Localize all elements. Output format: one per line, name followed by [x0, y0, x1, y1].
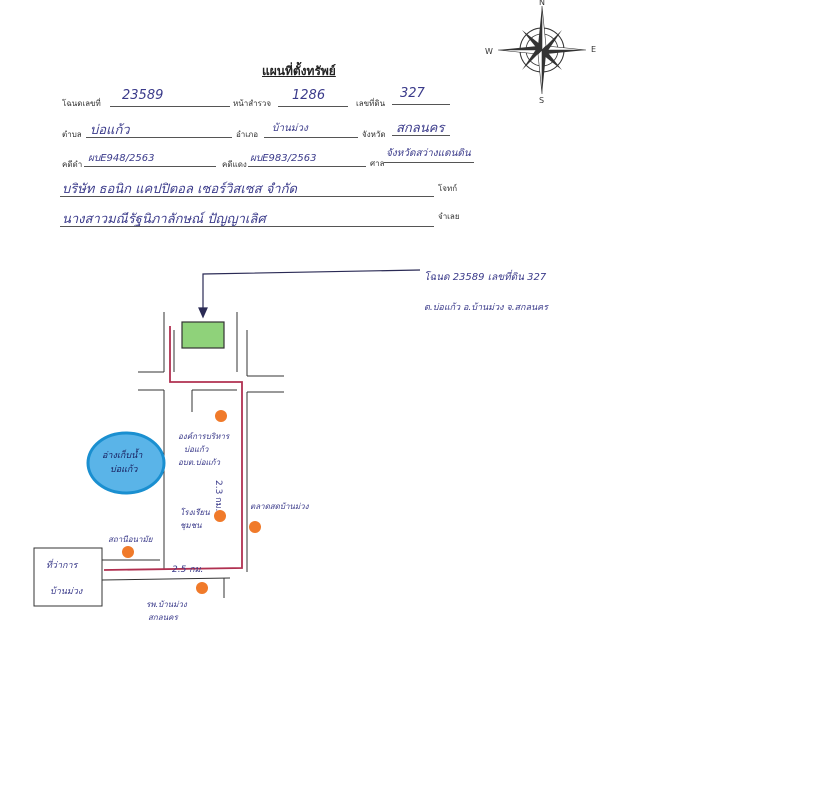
black-case-underline [84, 166, 216, 167]
subdistrict-value: บ่อแก้ว [90, 123, 130, 138]
defendant-label: จำเลย [438, 212, 460, 221]
landmark-text: ตลาดสดบ้านม่วง [250, 502, 309, 511]
land-no-value: 327 [400, 86, 425, 101]
landmark-text: สถานีอนามัย [108, 535, 153, 544]
red-case-underline [248, 166, 366, 167]
compass-e: E [591, 45, 597, 54]
landmark-text: รพ.บ้านม่วง [146, 600, 187, 609]
compass-s: S [539, 96, 545, 105]
defendant-underline [60, 226, 434, 227]
route-line [103, 326, 243, 571]
deed-label: โฉนดเลขที่ [62, 99, 101, 108]
landmark-dot-tambon-admin [215, 410, 227, 422]
deed-underline [110, 106, 230, 107]
plaintiff-value: บริษัท ธอนิก แคปปิตอล เซอร์วิสเซส จำกัด [62, 182, 297, 197]
landmark-label-school: โรงเรียน ชุมชน [180, 506, 210, 532]
landmark-dot-health-center [122, 546, 134, 558]
landmark-dot-school [214, 510, 226, 522]
compass-w: W [485, 47, 493, 56]
landmark-label-health-center: สถานีอนามัย [108, 533, 152, 546]
road-network [101, 312, 284, 598]
landmark-label-tambon-admin: องค์การบริหาร บ่อแก้ว อบต.บ่อแก้ว [178, 430, 229, 469]
distance-vertical-label: 2.3 กม. [213, 480, 223, 512]
survey-page-label: หน้าสำรวจ [233, 99, 272, 108]
district-office-label-1: ที่ว่าการ [46, 561, 78, 571]
reservoir-shape [86, 431, 166, 495]
subdistrict-label: ตำบล [62, 130, 82, 139]
landmark-text: องค์การบริหาร [178, 432, 230, 441]
callout-line1: โฉนด 23589 เลขที่ดิน 327 [424, 272, 547, 283]
black-case-value: ผบE948/2563 [88, 153, 155, 164]
subdistrict-underline [86, 137, 232, 138]
red-case-label: คดีแดง [222, 160, 247, 169]
plaintiff-underline [60, 196, 434, 197]
page-title: แผนที่ตั้งทรัพย์ [262, 64, 336, 78]
court-value: จังหวัดสว่างแดนดิน [386, 148, 471, 159]
landmark-dot-hospital [196, 582, 208, 594]
land-no-label: เลขที่ดิน [356, 99, 386, 108]
district-value: บ้านม่วง [272, 123, 308, 134]
landmark-label-market: ตลาดสดบ้านม่วง [250, 500, 309, 513]
landmark-text: ชุมชน [180, 521, 202, 530]
land-no-underline [392, 104, 450, 105]
compass-rose [497, 5, 587, 95]
court-label: ศาล [370, 159, 385, 168]
landmark-text: สกลนคร [148, 613, 178, 622]
survey-page-underline [278, 106, 348, 107]
deed-value: 23589 [122, 88, 164, 103]
district-office-label-2: บ้านม่วง [50, 587, 83, 597]
reservoir-label-1: อ่างเก็บน้ำ [102, 451, 143, 461]
landmark-text: โรงเรียน [180, 508, 210, 517]
court-underline [384, 162, 474, 163]
callout-pointer [198, 269, 421, 319]
province-underline [392, 135, 450, 136]
province-label: จังหวัด [362, 130, 386, 139]
district-label: อำเภอ [236, 130, 259, 139]
landmark-text: อบต.บ่อแก้ว [178, 458, 220, 467]
defendant-value: นางสาวมณีรัฐนิภาลักษณ์ ปัญญาเลิศ [62, 212, 266, 227]
survey-page-value: 1286 [292, 88, 326, 103]
plaintiff-label: โจทก์ [438, 184, 458, 193]
province-value: สกลนคร [396, 121, 445, 136]
compass-n: N [539, 0, 545, 7]
reservoir-label-2: บ่อแก้ว [110, 465, 138, 475]
red-case-value: ผบE983/2563 [250, 153, 317, 164]
landmark-dot-market [249, 521, 261, 533]
black-case-label: คดีดำ [62, 160, 83, 169]
district-underline [264, 137, 358, 138]
landmark-text: บ่อแก้ว [184, 445, 209, 454]
target-plot [181, 321, 225, 349]
district-office-box [33, 547, 103, 607]
landmark-label-hospital: รพ.บ้านม่วง สกลนคร [146, 598, 187, 624]
callout-line2: ต.บ่อแก้ว อ.บ้านม่วง จ.สกลนคร [424, 303, 549, 313]
distance-horizontal-label: 2.5 กม. [172, 565, 204, 575]
